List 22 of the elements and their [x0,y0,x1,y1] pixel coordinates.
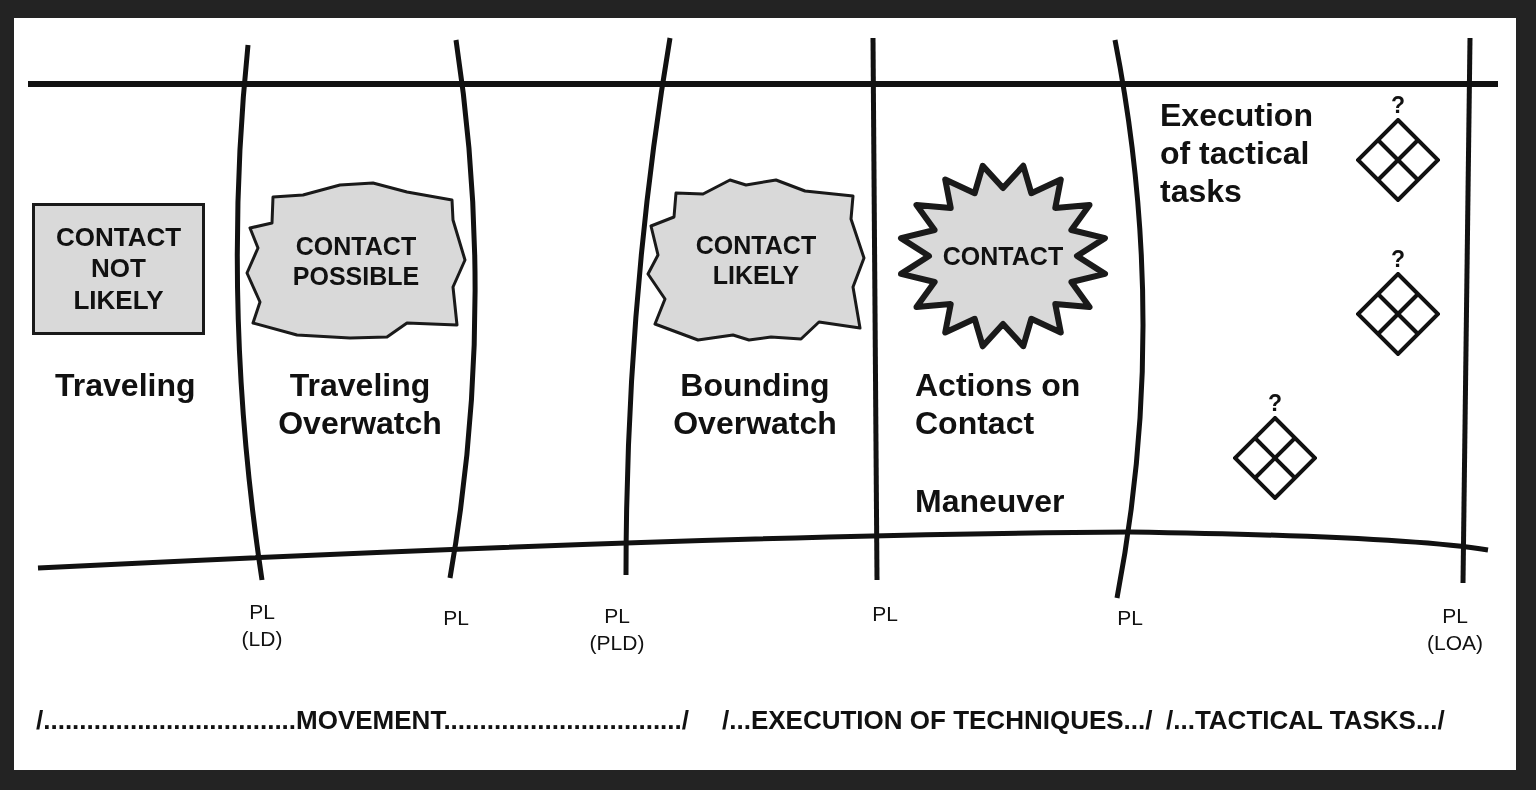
phase-line-label: PL (LOA) [1426,603,1484,656]
technique-label: Traveling [55,366,196,404]
phase-line-label: PL [872,601,898,627]
contact-status-cloud: CONTACT LIKELY [646,178,866,342]
phase-band-label: /...TACTICAL TASKS.../ [1166,705,1445,735]
phase-band-label: /...................................MOVEMENT................................./ [36,705,689,735]
contact-status-box: CONTACT NOT LIKELY [32,203,205,335]
technique-label: Actions on Contact [915,366,1082,442]
technique-label: Maneuver [915,482,1065,520]
task-heading: Execution of tactical tasks [1160,96,1314,210]
phase-line-label: PL [443,605,469,631]
technique-label: Bounding Overwatch [672,366,838,442]
question-mark-label: ? [1267,390,1283,416]
contact-status-cloud: CONTACT POSSIBLE [245,181,467,340]
question-mark-label: ? [1390,92,1406,118]
phase-line-label: PL (PLD) [588,603,646,656]
phase-band-label: /...EXECUTION OF TECHNIQUES.../ [722,705,1153,735]
contact-starburst: CONTACT [895,160,1111,352]
question-mark-label: ? [1390,246,1406,272]
phase-line-label: PL (LD) [240,599,284,652]
technique-label: Traveling Overwatch [277,366,443,442]
phase-line-label: PL [1117,605,1143,631]
